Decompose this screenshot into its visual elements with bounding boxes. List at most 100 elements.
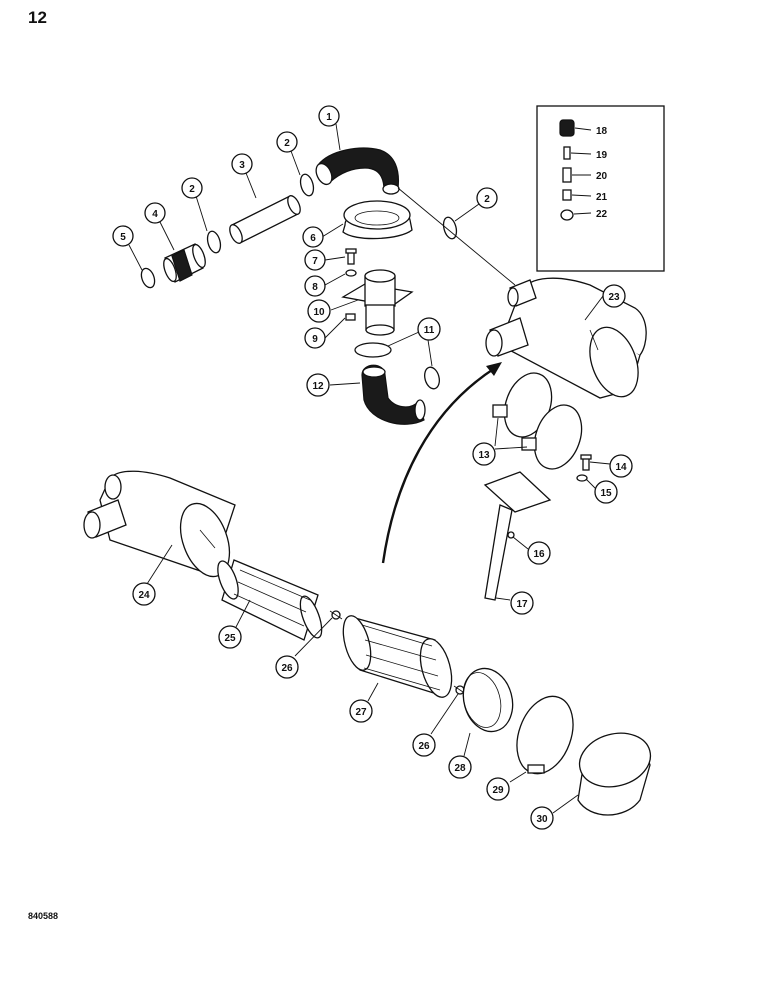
part-indicator-18	[559, 119, 575, 137]
part-clamp-2a	[299, 173, 315, 197]
svg-text:30: 30	[536, 814, 548, 825]
part-nut-9	[345, 313, 356, 321]
svg-text:28: 28	[454, 763, 466, 774]
svg-text:19: 19	[596, 150, 608, 161]
svg-text:10: 10	[313, 307, 325, 318]
callout-7: 7	[304, 249, 326, 271]
part-fitting-21	[562, 189, 572, 201]
svg-text:2: 2	[189, 184, 195, 195]
page-number: 12	[28, 8, 47, 27]
callout-25: 25	[218, 625, 242, 649]
detail-box-restriction-indicator	[536, 105, 665, 272]
svg-text:16: 16	[533, 549, 545, 560]
part-washer-8	[345, 269, 357, 277]
callout-11: 11	[417, 317, 441, 341]
part-washer-15	[576, 474, 588, 482]
part-adapter-19	[563, 146, 571, 160]
svg-text:9: 9	[312, 334, 318, 345]
svg-text:24: 24	[138, 590, 150, 601]
part-air-cleaner-housing-23	[485, 277, 647, 399]
svg-text:26: 26	[281, 663, 293, 674]
svg-text:26: 26	[418, 741, 430, 752]
part-band-clamp-29	[516, 695, 574, 775]
svg-text:12: 12	[312, 381, 324, 392]
callout-14: 14	[609, 454, 633, 478]
callout-27: 27	[349, 699, 373, 723]
callout-2: 2	[276, 131, 298, 153]
callout-10: 10	[307, 299, 331, 323]
svg-text:8: 8	[312, 282, 318, 293]
callout-2: 2	[181, 177, 203, 199]
part-clamp-5	[140, 267, 156, 289]
svg-text:27: 27	[355, 707, 367, 718]
part-clamp-11b	[424, 366, 440, 390]
callout-15: 15	[594, 480, 618, 504]
part-dust-cup-30	[577, 732, 652, 816]
callout-4: 4	[144, 202, 166, 224]
svg-text:18: 18	[596, 126, 608, 137]
callout-1: 1	[318, 105, 340, 127]
callout-23: 23	[602, 284, 626, 308]
part-fitting-20	[562, 167, 572, 183]
svg-text:2: 2	[284, 138, 290, 149]
svg-text:21: 21	[596, 192, 608, 203]
svg-text:17: 17	[516, 599, 528, 610]
part-nut-16	[507, 531, 515, 539]
part-bolt-14	[580, 454, 592, 471]
part-band-clamp-13a	[492, 372, 553, 438]
part-inner-filter-25	[217, 559, 323, 641]
part-fitting-22	[560, 209, 574, 221]
callout-3: 3	[231, 153, 253, 175]
callout-30: 30	[530, 806, 554, 830]
part-reducer-4	[163, 243, 206, 283]
part-wing-nut-26a	[329, 610, 343, 620]
callout-22: 22	[596, 209, 608, 220]
callout-28: 28	[448, 755, 472, 779]
callout-21: 21	[596, 192, 608, 203]
part-clamp-11a	[354, 342, 392, 358]
callout-19: 19	[596, 150, 608, 161]
svg-text:6: 6	[310, 233, 316, 244]
callout-17: 17	[510, 591, 534, 615]
part-precleaner-cap-6	[342, 200, 413, 240]
part-mount-flange-10	[341, 269, 414, 336]
assembly-arrow	[381, 362, 502, 564]
leader-line-1-23	[397, 187, 516, 286]
callout-12: 12	[306, 373, 330, 397]
svg-text:1: 1	[326, 112, 332, 123]
part-elbow-hose-1	[315, 147, 400, 195]
leader-lines	[128, 123, 611, 814]
callout-20: 20	[596, 171, 608, 182]
svg-text:29: 29	[492, 785, 504, 796]
svg-text:22: 22	[596, 209, 608, 220]
callout-6: 6	[302, 226, 324, 248]
svg-text:20: 20	[596, 171, 608, 182]
callout-8: 8	[304, 275, 326, 297]
callout-5: 5	[112, 225, 134, 247]
svg-text:11: 11	[424, 325, 435, 336]
callout-26: 26	[412, 733, 436, 757]
part-bolt-7	[345, 248, 357, 265]
svg-text:5: 5	[120, 232, 126, 243]
callout-2: 2	[476, 187, 498, 209]
svg-text:25: 25	[224, 633, 236, 644]
svg-text:13: 13	[478, 450, 490, 461]
svg-text:7: 7	[312, 256, 318, 267]
callout-16: 16	[527, 541, 551, 565]
svg-text:23: 23	[608, 292, 620, 303]
callout-9: 9	[304, 327, 326, 349]
part-outer-filter-27	[342, 615, 453, 698]
svg-text:14: 14	[615, 462, 627, 473]
drawing-code: 840588	[28, 911, 59, 921]
part-clamp-2b	[206, 230, 222, 254]
callout-29: 29	[486, 777, 510, 801]
callout-24: 24	[132, 582, 156, 606]
svg-text:2: 2	[484, 194, 490, 205]
part-cover-28	[462, 667, 514, 733]
part-mounting-bracket-17	[483, 471, 552, 601]
svg-text:4: 4	[152, 209, 158, 220]
part-tube-3	[229, 195, 301, 244]
callout-18: 18	[596, 126, 608, 137]
